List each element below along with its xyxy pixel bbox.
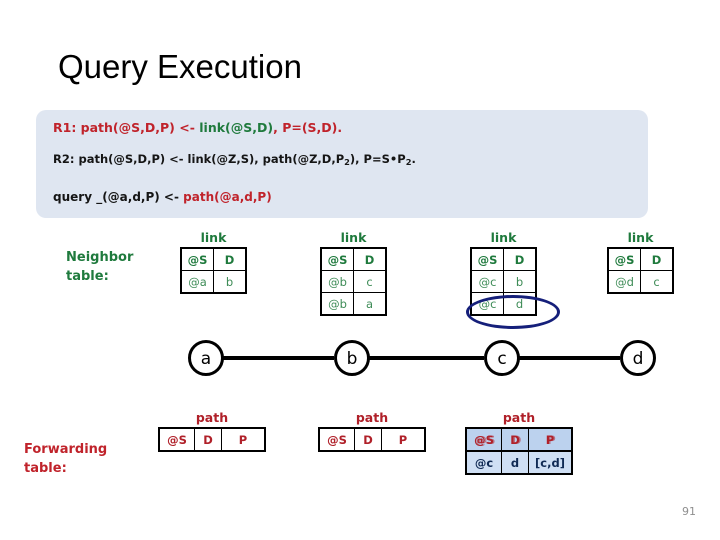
path-table-c-grid: @S D P @c d [c,d] bbox=[465, 427, 573, 475]
table-row: @b a bbox=[320, 292, 387, 316]
edge-b-c bbox=[352, 356, 484, 360]
path-table-a-header-1: D bbox=[194, 427, 222, 452]
concat-operator-icon: • bbox=[389, 152, 398, 166]
forwarding-table-label-line2: table: bbox=[24, 461, 67, 476]
graph-node-c[interactable]: c bbox=[484, 340, 520, 376]
forwarding-table-label: Forwarding table: bbox=[24, 440, 154, 478]
query-path-literal: path(@a,d,P) bbox=[183, 190, 272, 204]
table-header-row: @S D bbox=[180, 247, 247, 271]
table-header-row: @S D P bbox=[158, 427, 266, 452]
rule-r1-suffix: , P=(S,D). bbox=[273, 120, 343, 135]
link-table-c-r0c1: b bbox=[503, 270, 537, 293]
graph-node-a[interactable]: a bbox=[188, 340, 224, 376]
table-row: @c d [c,d] bbox=[465, 450, 573, 475]
path-table-c: path @S D P @c d [c,d] bbox=[465, 410, 573, 475]
path-table-c-header-0: @S bbox=[465, 427, 502, 452]
link-table-d-header-1: D bbox=[640, 247, 674, 271]
rule-r2: R2: path(@S,D,P) <- link(@Z,S), path(@Z,… bbox=[53, 152, 416, 167]
link-table-b-r1c0: @b bbox=[320, 292, 354, 316]
rules-panel: R1: path(@S,D,P) <- link(@S,D), P=(S,D).… bbox=[36, 110, 648, 218]
forwarding-table-label-line1: Forwarding bbox=[24, 442, 108, 457]
link-table-a-header-0: @S bbox=[180, 247, 214, 271]
path-table-c-r0c2: [c,d] bbox=[528, 450, 573, 475]
link-table-a-caption: link bbox=[200, 230, 227, 245]
query-rule: query _(@a,d,P) <- path(@a,d,P) bbox=[53, 190, 272, 204]
table-row: @d c bbox=[607, 270, 674, 294]
link-table-c-caption: link bbox=[490, 230, 517, 245]
highlight-ellipse-link-c bbox=[466, 295, 560, 329]
rule-r1-prefix: R1: path(@S,D,P) <- bbox=[53, 120, 200, 135]
edge-a-b bbox=[206, 356, 334, 360]
link-table-b-r1c1: a bbox=[353, 292, 387, 316]
table-row: @a b bbox=[180, 270, 247, 294]
link-table-b-header-0: @S bbox=[320, 247, 354, 271]
link-table-d-header-0: @S bbox=[607, 247, 641, 271]
path-table-b-caption: path bbox=[355, 410, 389, 425]
table-header-row: @S D P bbox=[465, 427, 573, 452]
path-table-c-caption: path bbox=[502, 410, 536, 425]
path-table-a-grid: @S D P bbox=[158, 427, 266, 452]
path-table-a-header-2: P bbox=[221, 427, 266, 452]
path-table-b-grid: @S D P bbox=[318, 427, 426, 452]
path-table-c-r0c0: @c bbox=[465, 450, 502, 475]
link-table-a-grid: @S D @a b bbox=[180, 247, 247, 294]
link-table-c-header-1: D bbox=[503, 247, 537, 271]
link-table-d-caption: link bbox=[627, 230, 654, 245]
link-table-a: link @S D @a b bbox=[180, 230, 247, 294]
path-table-b-header-2: P bbox=[381, 427, 426, 452]
network-graph: a b c d bbox=[0, 320, 720, 390]
page-title: Query Execution bbox=[58, 48, 302, 85]
rule-r2-part-a: R2: path(@S,D,P) <- link(@Z,S), path(@Z,… bbox=[53, 152, 345, 166]
page-number: 91 bbox=[682, 505, 696, 518]
neighbor-table-label-line1: Neighbor bbox=[66, 250, 134, 265]
table-header-row: @S D P bbox=[318, 427, 426, 452]
rule-r2-part-d: . bbox=[411, 152, 416, 166]
link-table-b-grid: @S D @b c @b a bbox=[320, 247, 387, 316]
link-table-c-r0c0: @c bbox=[470, 270, 504, 293]
path-table-b-header-0: @S bbox=[318, 427, 355, 452]
table-header-row: @S D bbox=[470, 247, 537, 271]
graph-node-b[interactable]: b bbox=[334, 340, 370, 376]
link-table-b-caption: link bbox=[340, 230, 367, 245]
link-table-c-header-0: @S bbox=[470, 247, 504, 271]
link-table-b-r0c0: @b bbox=[320, 270, 354, 293]
link-table-d: link @S D @d c bbox=[607, 230, 674, 294]
neighbor-table-label-line2: table: bbox=[66, 269, 109, 284]
path-table-c-header-1: D bbox=[501, 427, 529, 452]
table-row: @b c bbox=[320, 270, 387, 293]
rule-r2-part-c: P bbox=[397, 152, 406, 166]
query-prefix: query _(@a,d,P) <- bbox=[53, 190, 184, 204]
table-row: @c b bbox=[470, 270, 537, 293]
link-table-b-r0c1: c bbox=[353, 270, 387, 293]
link-table-d-r0c0: @d bbox=[607, 270, 641, 294]
link-table-d-r0c1: c bbox=[640, 270, 674, 294]
path-table-a-header-0: @S bbox=[158, 427, 195, 452]
rule-r2-sub-b: 2 bbox=[405, 157, 412, 168]
path-table-c-r0c1: d bbox=[501, 450, 529, 475]
path-table-b: path @S D P bbox=[318, 410, 426, 452]
link-table-a-header-1: D bbox=[213, 247, 247, 271]
link-table-b-header-1: D bbox=[353, 247, 387, 271]
rule-r1: R1: path(@S,D,P) <- link(@S,D), P=(S,D). bbox=[53, 120, 342, 135]
link-table-a-r0c1: b bbox=[213, 270, 247, 294]
link-table-a-r0c0: @a bbox=[180, 270, 214, 294]
rule-r2-sub-a: 2 bbox=[344, 157, 350, 168]
table-header-row: @S D bbox=[320, 247, 387, 271]
path-table-a: path @S D P bbox=[158, 410, 266, 452]
path-table-a-caption: path bbox=[195, 410, 229, 425]
path-table-c-header-2: P bbox=[528, 427, 573, 452]
table-header-row: @S D bbox=[607, 247, 674, 271]
neighbor-table-label: Neighbor table: bbox=[66, 248, 176, 286]
graph-node-d[interactable]: d bbox=[620, 340, 656, 376]
rule-r1-link-literal: link(@S,D) bbox=[199, 120, 274, 135]
link-table-b: link @S D @b c @b a bbox=[320, 230, 387, 316]
rule-r2-part-b: ), P=S bbox=[349, 152, 390, 166]
edge-c-d bbox=[502, 356, 620, 360]
link-table-d-grid: @S D @d c bbox=[607, 247, 674, 294]
path-table-b-header-1: D bbox=[354, 427, 382, 452]
